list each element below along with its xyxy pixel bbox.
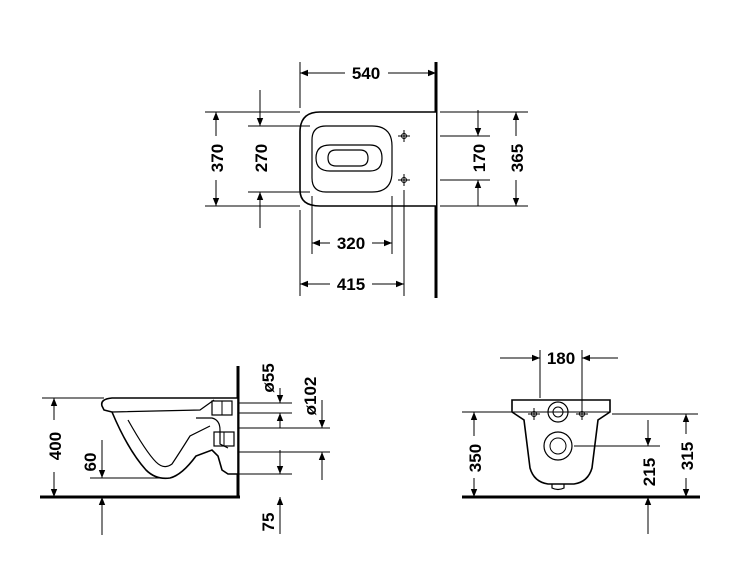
front-inlet-hole	[547, 401, 569, 423]
side-toilet-outline	[100, 397, 239, 480]
dim-label-540: 540	[352, 64, 380, 83]
dim-400	[42, 397, 104, 497]
dim-170	[440, 110, 490, 206]
dim-label-415: 415	[337, 275, 365, 294]
dim-label-60: 60	[81, 453, 100, 472]
dim-label-320: 320	[337, 234, 365, 253]
top-fix-cross-upper	[398, 130, 410, 142]
top-bowl-rim	[311, 125, 393, 193]
front-outlet-hole	[543, 431, 573, 461]
top-bowl-inner	[327, 149, 369, 167]
top-fix-cross-lower	[398, 174, 410, 186]
dim-label-270: 270	[252, 144, 271, 172]
dim-270	[248, 90, 310, 228]
side-trap-line	[196, 417, 229, 449]
dim-label-400: 400	[46, 432, 65, 460]
dim-dia55	[238, 388, 292, 428]
dim-label-215: 215	[640, 458, 659, 486]
dim-label-350: 350	[466, 444, 485, 472]
side-seat-line	[111, 399, 215, 413]
dim-365	[440, 111, 528, 207]
dim-dia102	[238, 400, 330, 480]
dim-label-370: 370	[208, 144, 227, 172]
dim-415	[299, 190, 405, 296]
dim-180	[500, 350, 618, 410]
dim-315	[612, 413, 698, 497]
front-fix-cross-left	[528, 408, 540, 420]
dim-label-365: 365	[508, 144, 527, 172]
front-view: 180 350 215 315	[462, 349, 700, 534]
dim-60	[90, 440, 162, 535]
dim-75	[238, 450, 292, 534]
dim-label-75: 75	[259, 513, 278, 532]
dim-320	[311, 196, 393, 254]
dim-215	[574, 420, 660, 534]
dim-label-170: 170	[470, 144, 489, 172]
dim-540	[299, 62, 436, 108]
side-view: 400 60 ø55 ø102 75	[40, 363, 330, 535]
side-bowl-inner	[127, 419, 211, 468]
dim-label-dia55: ø55	[259, 363, 278, 392]
dim-label-dia102: ø102	[301, 377, 320, 416]
dim-370	[205, 111, 300, 207]
top-bowl-opening	[315, 144, 383, 172]
dim-350	[462, 411, 512, 497]
front-toilet-outline	[511, 399, 611, 485]
dim-label-180: 180	[547, 349, 575, 368]
dim-label-315: 315	[678, 442, 697, 470]
top-view: 540 370 270 320	[205, 62, 528, 298]
